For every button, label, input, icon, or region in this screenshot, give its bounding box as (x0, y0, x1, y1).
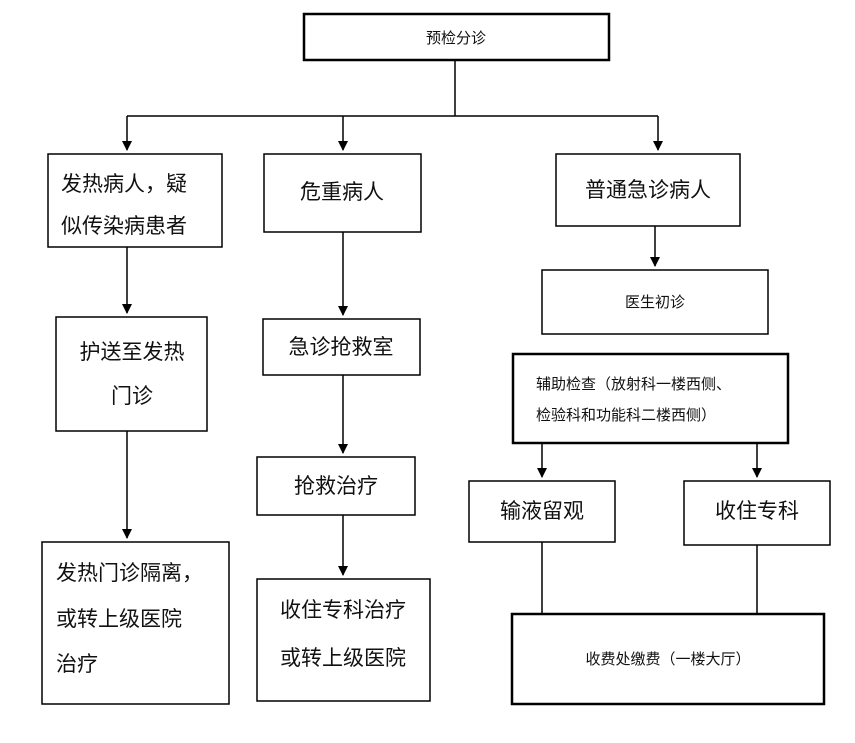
fever-patient-node: 发热病人，疑 似传染病患者 (47, 153, 223, 248)
fever-result-line-2: 或转上级医院 (56, 607, 182, 631)
general-patient-node: 普通急诊病人 (555, 153, 741, 227)
initial-consult-text: 医生初诊 (625, 293, 685, 311)
fever-result-line-1: 发热门诊隔离， (56, 561, 203, 585)
critical-patient-node: 危重病人 (263, 153, 422, 233)
initial-consult-node: 医生初诊 (541, 269, 769, 335)
cashier-node: 收费处缴费（一楼大厅） (510, 612, 826, 706)
fever-escort-line-1: 护送至发热 (80, 340, 185, 364)
auxiliary-exam-line-2: 检验科和功能科二楼西侧） (536, 406, 716, 424)
fever-patient-line-1: 发热病人，疑 (61, 172, 187, 196)
fever-escort-node: 护送至发热 门诊 (55, 316, 208, 432)
critical-result-line-2: 或转上级医院 (280, 646, 406, 670)
cashier-text: 收费处缴费（一楼大厅） (585, 650, 750, 668)
auxiliary-exam-line-1: 辅助检查（放射科一楼西侧、 (536, 375, 731, 393)
rescue-treatment-text: 抢救治疗 (294, 474, 378, 498)
infusion-observation-node: 输液留观 (468, 480, 616, 543)
fever-patient-line-2: 似传染病患者 (61, 214, 187, 238)
infusion-observation-text: 输液留观 (500, 499, 584, 523)
critical-result-node: 收住专科治疗 或转上级医院 (256, 578, 431, 702)
general-patient-text: 普通急诊病人 (585, 178, 711, 202)
triage-title-node: 预检分诊 (302, 12, 611, 62)
emergency-room-node: 急诊抢救室 (262, 318, 421, 376)
connectors (122, 60, 762, 613)
fever-result-line-3: 治疗 (56, 652, 98, 676)
fever-escort-line-2: 门诊 (111, 384, 153, 408)
emergency-room-text: 急诊抢救室 (289, 335, 394, 359)
rescue-treatment-node: 抢救治疗 (256, 456, 416, 516)
critical-result-line-1: 收住专科治疗 (280, 598, 406, 622)
fever-isolation-node: 发热门诊隔离， 或转上级医院 治疗 (41, 541, 230, 705)
specialty-admission-node: 收住专科 (683, 480, 831, 546)
critical-patient-text: 危重病人 (300, 180, 384, 204)
specialty-admission-text: 收住专科 (715, 499, 799, 523)
auxiliary-exam-node: 辅助检查（放射科一楼西侧、 检验科和功能科二楼西侧） (511, 352, 790, 445)
triage-title-text: 预检分诊 (426, 29, 486, 47)
